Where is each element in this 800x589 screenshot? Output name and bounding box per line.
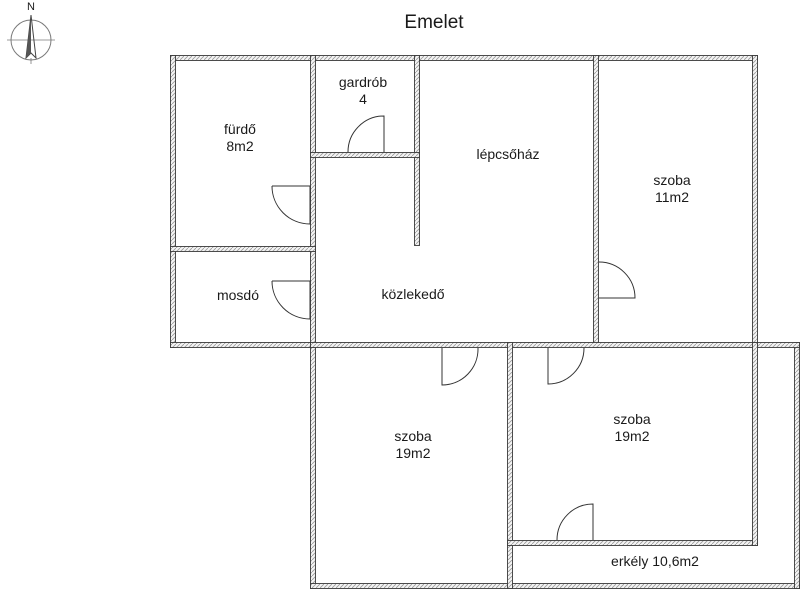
wall-outer-balcony-top	[752, 342, 800, 348]
room-label-kozlekedo: közlekedő	[381, 286, 444, 303]
room-label-szoba-se: szoba 19m2	[613, 411, 650, 445]
wall-wardrobe-bottom	[310, 152, 420, 158]
room-name: szoba	[613, 411, 651, 427]
room-label-mosdo: mosdó	[217, 287, 259, 304]
room-area: 4	[359, 91, 367, 107]
door-gardrob	[347, 115, 385, 153]
room-label-furdo: fürdő 8m2	[224, 121, 256, 155]
room-name: mosdó	[216, 287, 260, 303]
wall-outer-right-upper	[752, 55, 758, 348]
wall-outer-bottom	[310, 583, 800, 589]
room-area: 11m2	[655, 189, 689, 205]
wall-balcony-line	[507, 540, 758, 546]
doors	[271, 115, 636, 541]
plan-title: Emelet	[404, 12, 464, 33]
room-area: 19m2	[614, 428, 650, 444]
wall-rooms-divider	[507, 342, 513, 589]
room-name: szoba	[653, 172, 691, 188]
room-label-gardrob: gardrób 4	[339, 74, 387, 108]
room-label-lepcsohaz: lépcsőház	[476, 146, 539, 163]
room-name: fürdő	[224, 121, 256, 137]
door-szoba-ne	[598, 261, 636, 299]
door-szoba-se	[547, 347, 585, 385]
wall-room-se-right	[752, 342, 758, 546]
room-label-erkely: erkély 10,6m2	[611, 553, 699, 570]
wall-stair-left	[414, 55, 420, 246]
room-label-szoba-ne: szoba 11m2	[653, 172, 690, 206]
wall-outer-right-balcony	[794, 342, 800, 589]
room-name: közlekedő	[381, 286, 445, 302]
door-szoba-sw	[441, 347, 479, 386]
wall-bath-right	[310, 55, 316, 348]
door-erkely	[556, 503, 594, 541]
wall-outer-left-lower	[310, 342, 316, 589]
door-mosdo	[271, 280, 311, 320]
door-furdo	[271, 185, 311, 225]
wall-bath-mosdo	[170, 246, 316, 252]
room-name: erkély 10,6m2	[611, 553, 699, 569]
compass-icon	[7, 14, 55, 64]
wall-stair-right	[593, 55, 599, 348]
room-name: lépcsőház	[476, 146, 540, 162]
room-area: 8m2	[226, 138, 254, 154]
walls	[170, 55, 800, 589]
compass-north-label: N	[27, 1, 35, 13]
room-name: szoba	[394, 428, 432, 444]
wall-outer-left	[170, 55, 176, 348]
room-area: 19m2	[395, 445, 431, 461]
wall-outer-bottom-left	[170, 342, 316, 348]
wall-corridor-bottom	[310, 342, 758, 348]
room-label-szoba-sw: szoba 19m2	[394, 428, 431, 462]
wall-outer-top	[170, 55, 758, 61]
room-name: gardrób	[338, 74, 388, 90]
